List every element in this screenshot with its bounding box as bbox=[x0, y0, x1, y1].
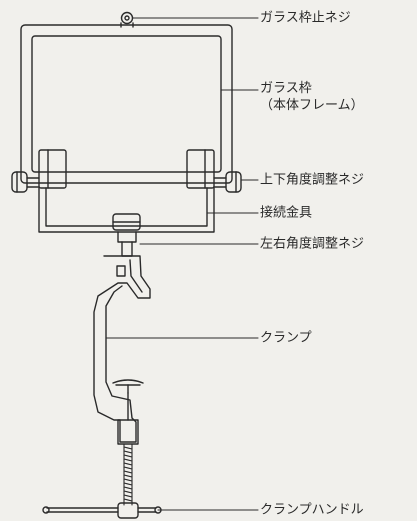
label-glass-frame-group: ガラス枠 （本体フレーム） bbox=[260, 80, 364, 114]
clamp-body bbox=[93, 255, 151, 445]
glass-frame bbox=[20, 24, 233, 184]
label-clamp-handle: クランプハンドル bbox=[260, 502, 364, 518]
label-tilt-adjustment-screw: 上下角度調整ネジ bbox=[260, 172, 365, 188]
label-swivel-adjustment-screw: 左右角度調整ネジ bbox=[260, 236, 365, 252]
label-glass-frame: ガラス枠 bbox=[260, 81, 312, 96]
clamp-pressure-pad bbox=[112, 379, 144, 421]
tilt-adjustment-knob-left bbox=[11, 171, 40, 193]
swivel-adjustment-screw bbox=[112, 213, 141, 257]
label-glass-frame-screw: ガラス枠止ネジ bbox=[260, 10, 351, 26]
bracket-arms bbox=[38, 149, 215, 189]
clamp-handle bbox=[42, 502, 162, 519]
label-glass-frame-note: （本体フレーム） bbox=[260, 98, 364, 113]
tilt-adjustment-knob-right bbox=[213, 171, 242, 193]
connecting-bracket bbox=[38, 187, 215, 233]
clamp-threaded-rod bbox=[123, 443, 133, 506]
label-clamp: クランプ bbox=[260, 330, 312, 346]
leader-lines bbox=[105, 17, 259, 511]
label-connecting-bracket: 接続金具 bbox=[260, 205, 313, 221]
